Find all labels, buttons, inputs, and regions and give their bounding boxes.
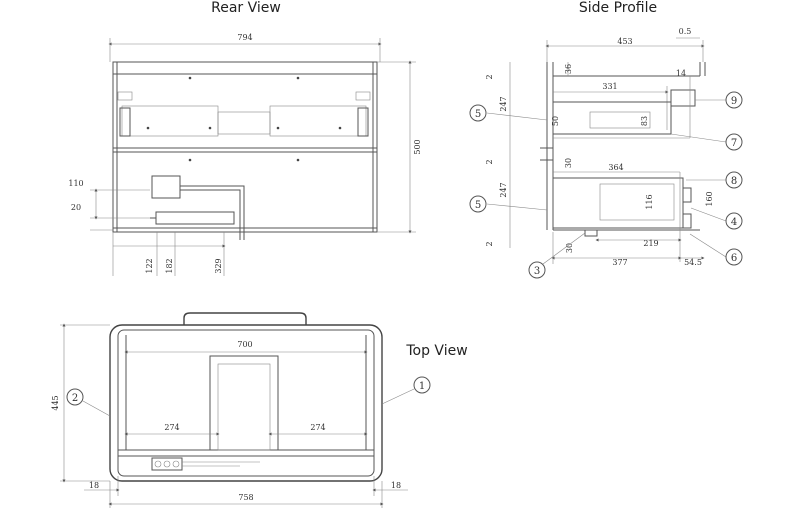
top-dim-274-left: 274	[164, 423, 179, 432]
callout-7: 7	[670, 133, 743, 151]
top-dim-274-right: 274	[310, 423, 325, 432]
svg-text:7: 7	[731, 138, 737, 149]
rear-dim-329: 329	[214, 258, 223, 273]
svg-text:1: 1	[419, 381, 425, 392]
side-profile-title: Side Profile	[579, 0, 657, 16]
rear-dim-122: 122	[145, 258, 154, 273]
top-dim-18-right: 18	[391, 481, 401, 490]
svg-text:2: 2	[72, 393, 78, 404]
side-dim-83: 83	[640, 116, 649, 126]
side-dim-30-mid: 30	[564, 158, 573, 168]
svg-text:9: 9	[731, 96, 737, 107]
side-dim-377: 377	[612, 258, 627, 267]
top-dim-700: 700	[237, 340, 252, 349]
callout-8: 8	[686, 171, 743, 189]
side-dim-247-bot: 247	[499, 182, 508, 197]
side-profile-drawing: 453 0.5 2 247 2 247 2	[469, 27, 743, 279]
side-dim-54-5: 54.5	[684, 258, 702, 267]
side-dim-2-top: 2	[485, 74, 494, 79]
side-dim-364: 364	[608, 163, 623, 172]
top-view-title: Top View	[405, 343, 467, 359]
side-dim-116: 116	[645, 194, 654, 209]
svg-text:3: 3	[534, 266, 540, 277]
callout-6: 6	[689, 233, 743, 266]
callout-3: 3	[528, 232, 586, 279]
side-dim-30-bot: 30	[565, 243, 574, 253]
side-dim-0-5: 0.5	[679, 27, 692, 36]
rear-view-title: Rear View	[211, 0, 281, 16]
svg-text:4: 4	[731, 217, 737, 228]
svg-text:8: 8	[731, 176, 737, 187]
rear-width-dim: 794	[237, 33, 252, 42]
callout-5-bottom: 5	[469, 195, 548, 213]
rear-view-drawing: 794 500	[68, 33, 422, 276]
callout-5-top: 5	[469, 104, 548, 122]
side-dim-2-mid: 2	[485, 159, 494, 164]
top-dim-445: 445	[51, 395, 60, 410]
side-dim-50: 50	[551, 116, 560, 126]
side-dim-36: 36	[564, 64, 573, 74]
rear-height-dim: 500	[413, 139, 422, 154]
top-dim-758: 758	[238, 493, 253, 502]
svg-text:6: 6	[731, 253, 737, 264]
callout-2: 2	[66, 388, 111, 417]
side-dim-331: 331	[602, 82, 617, 91]
side-dim-219: 219	[643, 239, 658, 248]
side-dim-453: 453	[617, 37, 632, 46]
rear-dim-182: 182	[165, 258, 174, 273]
top-view-drawing: 700 274 274 445 18 18 758 1	[51, 312, 431, 508]
top-dim-18-left: 18	[89, 481, 99, 490]
side-dim-247-top: 247	[499, 96, 508, 111]
rear-dim-110: 110	[68, 179, 83, 188]
callout-1: 1	[381, 376, 431, 405]
side-dim-14: 14	[676, 69, 686, 78]
side-dim-160: 160	[705, 191, 714, 206]
side-dim-2-bot: 2	[485, 241, 494, 246]
rear-dim-20: 20	[71, 203, 81, 212]
svg-text:5: 5	[475, 109, 481, 120]
callout-9: 9	[695, 91, 743, 109]
callout-4: 4	[690, 207, 743, 230]
svg-text:5: 5	[475, 200, 481, 211]
